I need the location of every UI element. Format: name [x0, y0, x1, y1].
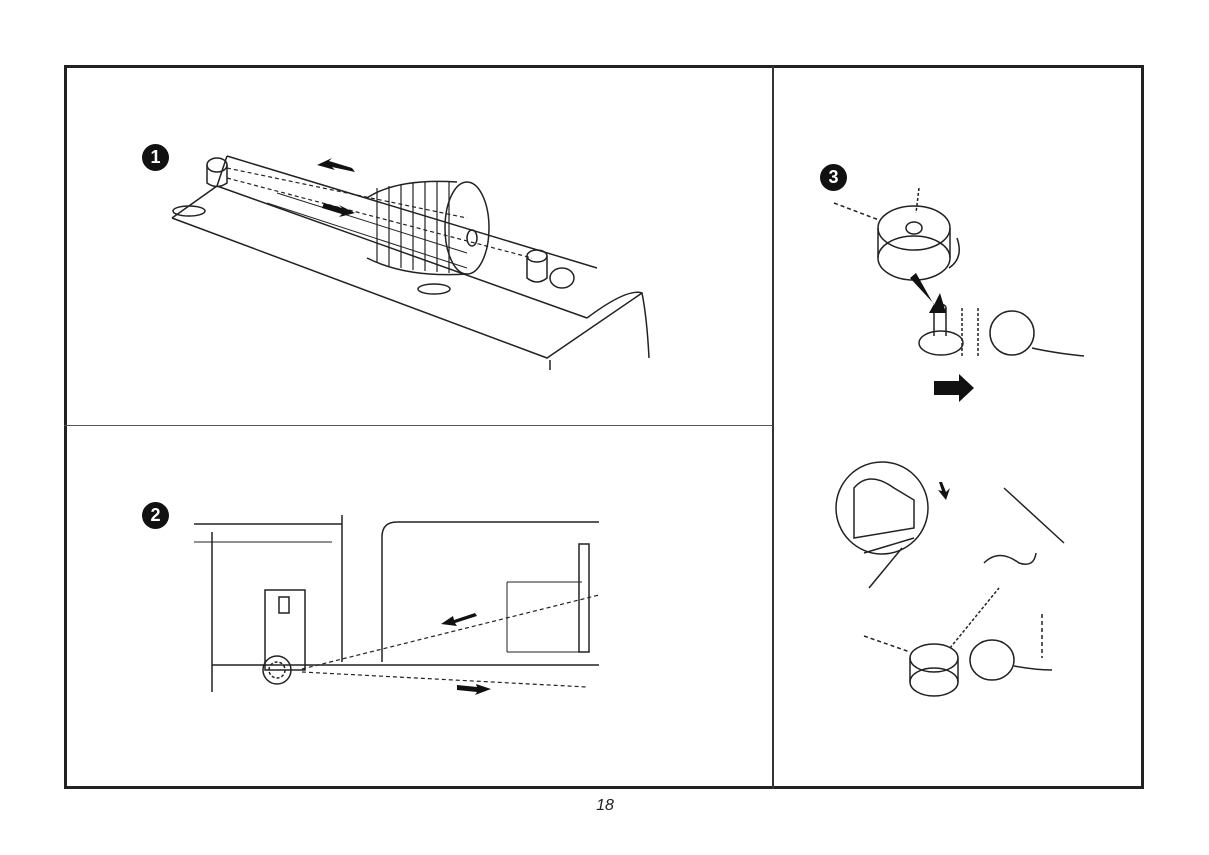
step-2-badge: 2 — [142, 502, 169, 529]
step-1-panel: 1 — [67, 68, 772, 424]
step-3-badge: 3 — [820, 164, 847, 191]
step-2-illustration — [67, 427, 772, 787]
page-number: 18 — [560, 797, 650, 815]
horizontal-divider — [64, 425, 773, 426]
step-2-panel: 2 — [67, 427, 772, 787]
step-1-illustration — [67, 68, 772, 424]
step-1-badge: 1 — [142, 144, 169, 171]
step-3-panel: 3 — [774, 68, 1142, 787]
